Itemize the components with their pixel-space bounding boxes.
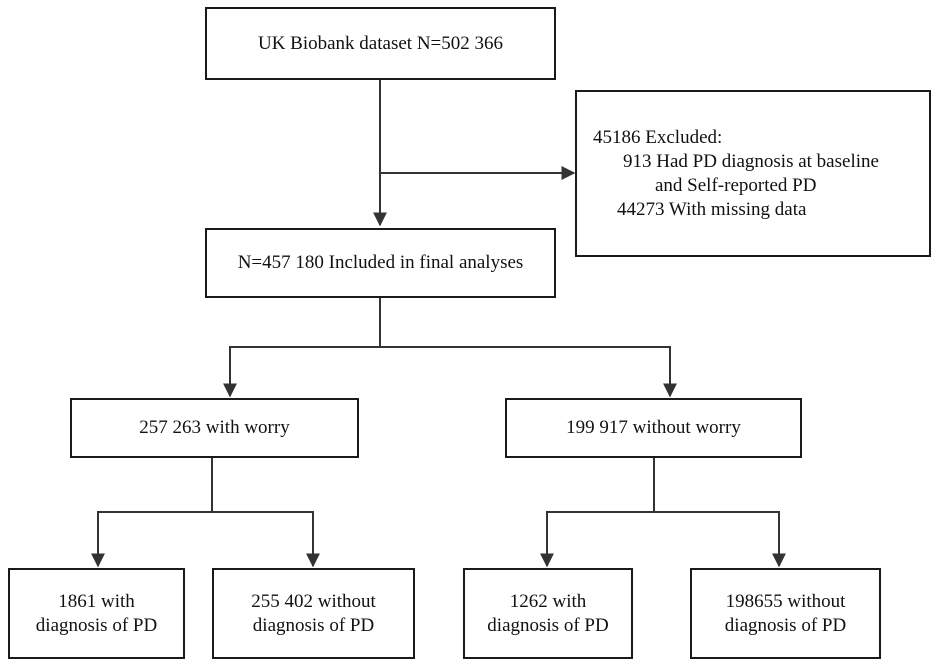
excluded-title: 45186 Excluded:	[593, 126, 723, 148]
included-label: N=457 180 Included in final analyses	[237, 252, 524, 273]
outcome-box-without-diagnosis-1: 255 402 without diagnosis of PD	[212, 568, 415, 659]
outcome-box-without-diagnosis-2: 198655 without diagnosis of PD	[690, 568, 881, 659]
outcome-line-2: diagnosis of PD	[35, 614, 158, 636]
excluded-reason-pd-line-1: 913 Had PD diagnosis at baseline	[623, 150, 879, 172]
excluded-box: 45186 Excluded: 913 Had PD diagnosis at …	[575, 90, 931, 257]
outcome-line-2: diagnosis of PD	[487, 614, 609, 636]
connector-with-worry-split	[91, 457, 213, 568]
outcome-box-with-diagnosis-2: 1262 with diagnosis of PD	[463, 568, 633, 659]
excluded-reason-pd-line-2: and Self-reported PD	[655, 174, 817, 196]
without-worry-box: 199 917 without worry	[505, 398, 802, 458]
connector-included-split	[229, 297, 381, 393]
dataset-label: UK Biobank dataset N=502 366	[257, 32, 503, 54]
outcome-line-1: 198655 without	[725, 590, 846, 612]
outcome-line-2: diagnosis of PD	[724, 614, 847, 636]
outcome-box-with-diagnosis-1: 1861 with diagnosis of PD	[8, 568, 185, 659]
included-box: N=457 180 Included in final analyses	[205, 228, 556, 298]
outcome-line-1: 255 402 without	[251, 590, 376, 612]
with-worry-label: 257 263 with worry	[139, 417, 290, 438]
outcome-line-1: 1861 with	[58, 590, 135, 612]
outcome-line-1: 1262 with	[509, 590, 587, 612]
connector-without-worry-split	[540, 457, 655, 568]
outcome-line-2: diagnosis of PD	[252, 614, 375, 636]
without-worry-label: 199 917 without worry	[566, 417, 741, 438]
dataset-box: UK Biobank dataset N=502 366	[205, 7, 556, 80]
arrow-to-without-diagnosis-1	[212, 511, 320, 568]
arrow-to-without-diagnosis-2	[654, 511, 786, 568]
with-worry-box: 257 263 with worry	[70, 398, 359, 458]
excluded-reason-missing: 44273 With missing data	[617, 198, 807, 220]
arrow-to-without-worry	[380, 346, 677, 398]
